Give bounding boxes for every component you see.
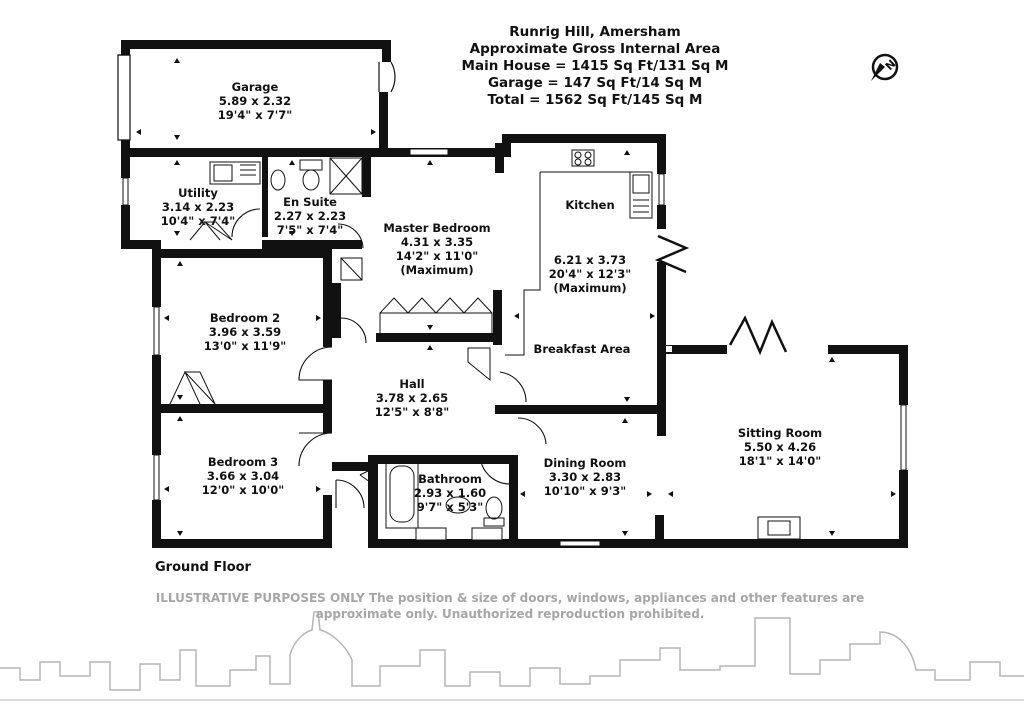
room-name: Bedroom 2 xyxy=(209,311,281,325)
room-hall: Hall 3.78 x 2.65 12'5" x 8'8" xyxy=(375,377,449,419)
room-name: Sitting Room xyxy=(737,426,823,440)
room-metric: 3.30 x 2.83 xyxy=(548,470,622,484)
room-note: (Maximum) xyxy=(553,281,627,295)
room-garage: Garage 5.89 x 2.32 19'4" x 7'7" xyxy=(218,80,292,122)
walls xyxy=(121,40,908,548)
room-kitchen-dimensions: 6.21 x 3.73 20'4" x 12'3" (Maximum) xyxy=(549,253,631,295)
room-bedroom-3: Bedroom 3 3.66 x 3.04 12'0" x 10'0" xyxy=(202,455,284,497)
room-imperial: 10'10" x 9'3" xyxy=(543,484,627,498)
garage-area: Garage = 147 Sq Ft/14 Sq M xyxy=(487,75,703,91)
room-metric: 2.27 x 2.23 xyxy=(273,209,347,223)
room-name: Utility xyxy=(178,186,218,200)
room-name: Garage xyxy=(231,80,279,94)
total-area: Total = 1562 Sq Ft/145 Sq M xyxy=(487,92,703,108)
windows xyxy=(122,148,907,547)
room-metric: 5.50 x 4.26 xyxy=(743,440,817,454)
room-imperial: 18'1" x 14'0" xyxy=(738,454,822,468)
room-imperial: 13'0" x 11'9" xyxy=(203,339,287,353)
room-note: (Maximum) xyxy=(400,263,474,277)
disclaimer: ILLUSTRATIVE PURPOSES ONLY The position … xyxy=(120,590,900,622)
room-name: Breakfast Area xyxy=(533,342,631,356)
room-name: Master Bedroom xyxy=(383,221,491,235)
room-imperial: 7'5" x 7'4" xyxy=(276,223,344,237)
room-metric: 5.89 x 2.32 xyxy=(218,94,292,108)
fixtures xyxy=(169,149,801,540)
disclaimer-line-2: approximate only. Unauthorized reproduct… xyxy=(315,607,705,621)
door-swings xyxy=(231,208,788,509)
room-metric: 4.31 x 3.35 xyxy=(400,235,474,249)
room-name: Dining Room xyxy=(543,456,627,470)
main-house-area: Main House = 1415 Sq Ft/131 Sq M xyxy=(461,58,729,74)
room-breakfast-area: Breakfast Area xyxy=(534,342,631,356)
room-metric: 3.14 x 2.23 xyxy=(161,200,235,214)
room-name: En Suite xyxy=(283,195,337,209)
room-imperial: 10'4" x 7'4" xyxy=(160,214,236,228)
room-bedroom-2: Bedroom 2 3.96 x 3.59 13'0" x 11'9" xyxy=(204,311,286,353)
plan-title: Runrig Hill, Amersham xyxy=(509,24,681,40)
room-metric: 6.21 x 3.73 xyxy=(553,253,627,267)
plan-header: Runrig Hill, Amersham Approximate Gross … xyxy=(420,24,770,109)
room-metric: 3.96 x 3.59 xyxy=(208,325,282,339)
room-name: Bedroom 3 xyxy=(207,455,279,469)
room-en-suite: En Suite 2.27 x 2.23 7'5" x 7'4" xyxy=(274,195,346,237)
room-imperial: 12'0" x 10'0" xyxy=(201,483,285,497)
disclaimer-line-1: ILLUSTRATIVE PURPOSES ONLY The position … xyxy=(155,591,865,605)
room-metric: 2.93 x 1.60 xyxy=(413,486,487,500)
garage-openings xyxy=(117,54,396,141)
floor-label: Ground Floor xyxy=(155,560,251,575)
room-name: Bathroom xyxy=(418,472,482,486)
dimension-markers xyxy=(136,58,896,536)
area-caption: Approximate Gross Internal Area xyxy=(469,41,721,57)
room-imperial: 19'4" x 7'7" xyxy=(217,108,293,122)
room-imperial: 12'5" x 8'8" xyxy=(374,405,450,419)
room-sitting-room: Sitting Room 5.50 x 4.26 18'1" x 14'0" xyxy=(738,426,822,468)
room-name: Kitchen xyxy=(565,198,615,212)
room-bathroom: Bathroom 2.93 x 1.60 9'7" x 5'3" xyxy=(414,472,486,514)
room-utility: Utility 3.14 x 2.23 10'4" x 7'4" xyxy=(161,186,235,228)
room-master-bedroom: Master Bedroom 4.31 x 3.35 14'2" x 11'0"… xyxy=(383,221,490,277)
room-kitchen: Kitchen xyxy=(565,198,614,212)
room-metric: 3.66 x 3.04 xyxy=(206,469,280,483)
room-name: Hall xyxy=(399,377,425,391)
room-imperial: 14'2" x 11'0" xyxy=(395,249,479,263)
room-metric: 3.78 x 2.65 xyxy=(375,391,449,405)
room-dining-room: Dining Room 3.30 x 2.83 10'10" x 9'3" xyxy=(544,456,627,498)
room-imperial: 20'4" x 12'3" xyxy=(548,267,632,281)
room-imperial: 9'7" x 5'3" xyxy=(416,500,484,514)
skyline-illustration xyxy=(0,611,1024,701)
north-compass-icon: N xyxy=(871,53,898,81)
